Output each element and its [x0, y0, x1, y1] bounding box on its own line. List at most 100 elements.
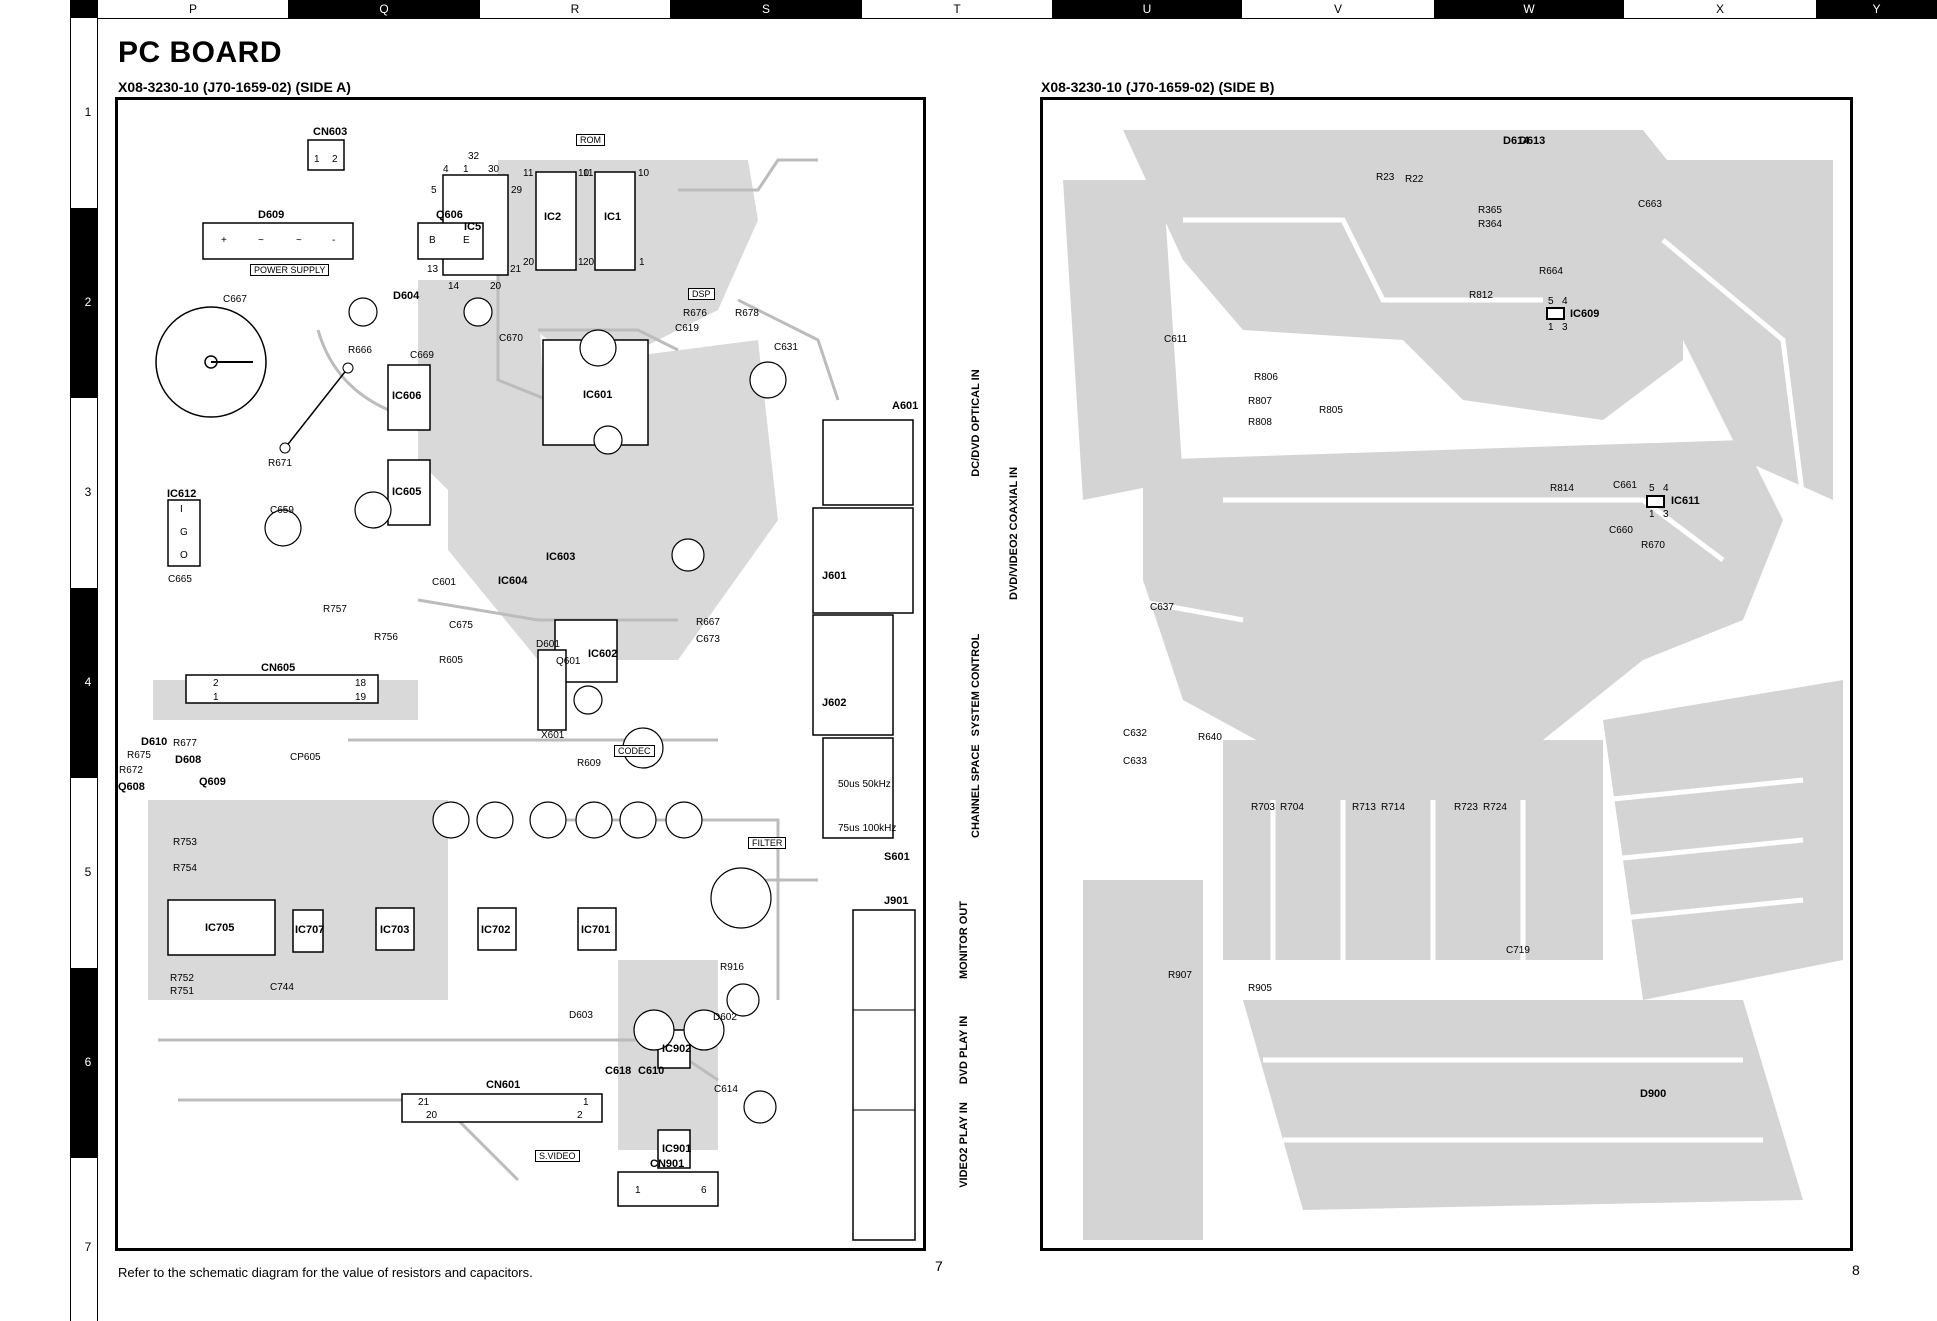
r799-label: R676	[683, 308, 707, 319]
r22-label: R22	[1405, 174, 1424, 185]
ic611-label: IC611	[1671, 495, 1700, 507]
cn605-pin-2: 2	[213, 678, 219, 689]
j901-label: J901	[884, 895, 909, 907]
cn901-pin-1: 1	[635, 1185, 641, 1196]
d610-label: D610	[141, 736, 168, 748]
page-title: PC BOARD	[118, 36, 283, 69]
c611-label: C611	[1164, 334, 1188, 345]
ic2-pin-1: 1	[578, 257, 584, 268]
d613-label: D613	[1519, 135, 1546, 147]
header-rule	[98, 18, 1937, 19]
ic611-pin-1: 1	[1649, 509, 1655, 520]
r713-label: R713	[1352, 802, 1376, 813]
cn605-pin-1: 1	[213, 692, 219, 703]
d603-label: C618	[605, 1065, 632, 1077]
r805-label: R805	[1319, 405, 1343, 416]
q606-pin-b: B	[429, 235, 436, 246]
c633-label: C633	[1123, 756, 1147, 767]
r806-label: R806	[1254, 372, 1278, 383]
r752-label: R752	[170, 973, 194, 984]
ic611-pin-4: 4	[1663, 483, 1669, 494]
c665-label: C665	[168, 574, 192, 585]
column-label-u: U	[1052, 0, 1242, 18]
ic605-label: IC605	[392, 486, 422, 498]
c744-label: C744	[270, 982, 294, 993]
ic902-label: IC902	[662, 1043, 692, 1055]
cn603-label: CN603	[313, 126, 348, 138]
jack-label-system-control: SYSTEM CONTROL	[970, 633, 982, 737]
cn601-label: CN601	[486, 1079, 521, 1091]
row-label-5: 5	[84, 865, 92, 879]
ic5-pin-29: 29	[511, 185, 523, 196]
r757-label: R757	[323, 604, 347, 615]
r694-label: C673	[696, 634, 720, 645]
c605-label: C601	[432, 577, 456, 588]
ic602-label: IC602	[588, 648, 618, 660]
row-label-1: 1	[84, 105, 92, 119]
c667-label: C667	[223, 294, 247, 305]
cn901-pin-6: 6	[701, 1185, 707, 1196]
cn601-pin-2: 2	[577, 1110, 583, 1121]
ic5-pin-1: 1	[463, 164, 469, 175]
ic5-pin-14: 14	[448, 281, 460, 292]
filter-box-label: FILTER	[748, 837, 787, 849]
ic611-pin-3: 3	[1663, 509, 1669, 520]
r666-label: R666	[348, 345, 372, 356]
r714-label: R714	[1381, 802, 1405, 813]
side-a-board: CN603 1 2 D609 + ~ ~ - Q606 B E POWER SU…	[115, 97, 926, 1251]
c621-label: R609	[577, 758, 601, 769]
c660-label: C660	[1609, 525, 1633, 536]
cn601-pin-1: 1	[583, 1097, 589, 1108]
ic707-label: IC707	[295, 924, 325, 936]
ic702-label: IC702	[481, 924, 511, 936]
r641-label: R605	[439, 655, 463, 666]
switch-option-50us: 50us 50kHz	[838, 779, 891, 790]
c637-label: C637	[1150, 602, 1174, 613]
row-label-6: 6	[84, 1055, 92, 1069]
ic5-pin-4: 4	[443, 164, 449, 175]
ic609-label: IC609	[1570, 308, 1600, 320]
c623-label: C669	[410, 350, 434, 361]
ic5-pin-21: 21	[510, 264, 522, 275]
cp605-label: CP605	[290, 752, 321, 763]
cn601-pin-20: 20	[426, 1110, 438, 1121]
r754-label: R754	[173, 863, 197, 874]
ic5-pin-30: 30	[488, 164, 500, 175]
r664-label: R664	[1539, 266, 1563, 277]
ic5-label: IC5	[464, 221, 482, 233]
power-pin-plus: +	[221, 235, 227, 246]
cn603-pin-1: 1	[314, 154, 320, 165]
r677-label: R677	[173, 738, 197, 749]
power-pin-ac-1: ~	[258, 235, 264, 246]
ic609-pin-3: 3	[1562, 322, 1568, 333]
dsp-box-label: DSP	[688, 288, 715, 300]
r663-label: Q601	[556, 656, 581, 667]
ic5-pin-13: 13	[427, 264, 439, 275]
column-label-x: X	[1624, 0, 1816, 18]
ic5-pin-32: 32	[468, 151, 480, 162]
r667-label: D601	[536, 639, 560, 650]
r812-label: R812	[1469, 290, 1493, 301]
q606-pin-e: E	[463, 235, 470, 246]
page-number-left: 7	[935, 1258, 943, 1274]
ic612-pin-g: G	[180, 527, 188, 538]
cn605-label: CN605	[261, 662, 296, 674]
ic2-pin-11: 11	[523, 168, 534, 179]
c612-label: C619	[675, 323, 699, 334]
column-label-p: P	[98, 0, 288, 18]
ic701-label: IC701	[581, 924, 611, 936]
r527-label: R678	[735, 308, 759, 319]
row-label-2: 2	[84, 295, 92, 309]
side-a-traces	[148, 139, 916, 1241]
side-b-board: D614 D613 R23 R22 R365 R364 C663 R664 R8…	[1040, 97, 1853, 1251]
rom-box-label: ROM	[576, 134, 605, 146]
r814-label: R814	[1550, 483, 1574, 494]
side-b-traces	[1063, 130, 1843, 1240]
power-pin-minus: -	[332, 235, 336, 246]
r724-label: R724	[1483, 802, 1507, 813]
r807-label: R807	[1248, 396, 1272, 407]
ic5-pin-5: 5	[431, 185, 437, 196]
r723-label: R723	[1454, 802, 1478, 813]
c659-label: C659	[270, 505, 294, 516]
row-label-7: 7	[84, 1240, 92, 1254]
